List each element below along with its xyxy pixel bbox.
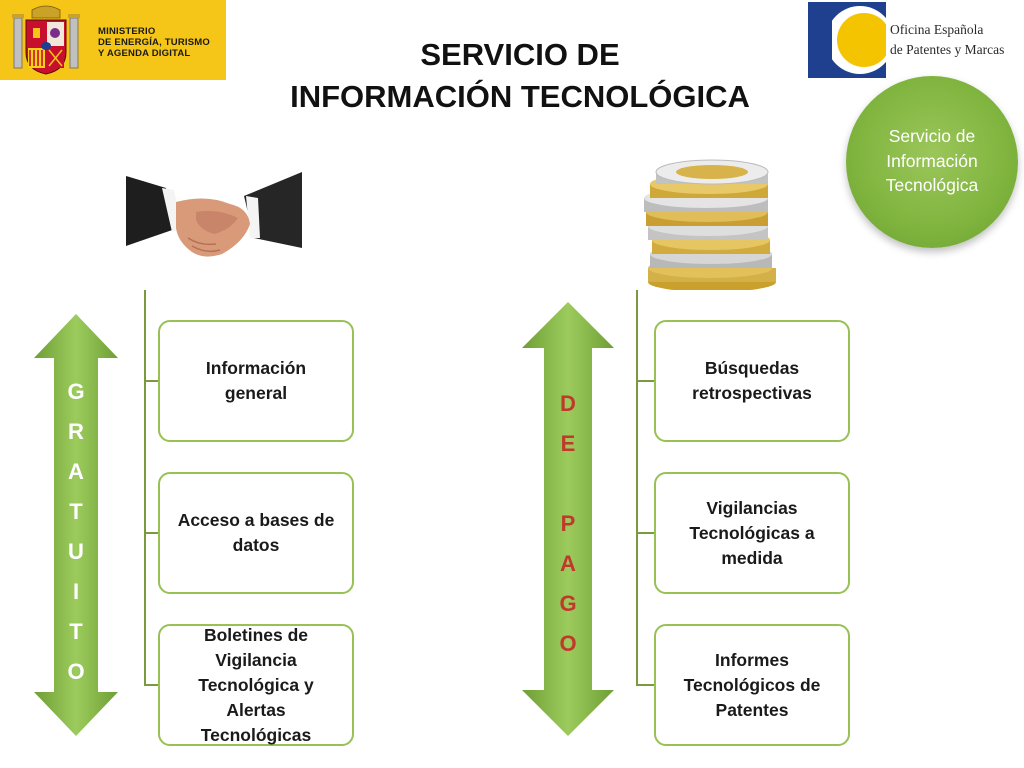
item-text: Tecnológicas xyxy=(200,724,312,745)
item-text: Tecnológicos de xyxy=(683,674,821,695)
free-connector xyxy=(144,532,160,534)
page-title: SERVICIO DE INFORMACIÓN TECNOLÓGICA xyxy=(230,34,810,118)
free-letter: U xyxy=(68,539,84,564)
oepm-logo: Oficina Española de Patentes y Marcas xyxy=(808,0,1024,80)
oepm-emblem-icon xyxy=(808,2,886,78)
paid-connector-vertical xyxy=(636,290,638,686)
oepm-line-1: Oficina Española xyxy=(890,22,984,37)
free-item-general-info[interactable]: Información general xyxy=(158,320,354,442)
item-text: general xyxy=(224,383,288,403)
free-connector-vertical xyxy=(144,290,146,686)
item-text: medida xyxy=(721,547,783,568)
coin-stack-image xyxy=(644,159,776,290)
free-letter: T xyxy=(69,619,83,644)
item-text: Boletines de xyxy=(203,624,309,645)
paid-letter xyxy=(548,464,588,504)
paid-connector xyxy=(636,684,656,686)
item-text: Búsquedas xyxy=(704,358,800,378)
item-text: Vigilancia xyxy=(215,649,297,670)
item-text: Tecnológicas a xyxy=(689,522,815,543)
ministry-name: MINISTERIO DE ENERGÍA, TURISMO Y AGENDA … xyxy=(98,26,210,59)
free-letter: O xyxy=(67,659,85,684)
service-badge-line-2: Información xyxy=(886,150,978,171)
service-badge xyxy=(846,76,1018,248)
title-line-1: SERVICIO DE xyxy=(420,37,620,72)
item-text: Acceso a bases de xyxy=(177,510,335,530)
free-letter: G xyxy=(67,379,85,404)
service-badge-label: Servicio de Información Tecnológica xyxy=(860,124,1004,198)
free-letter: I xyxy=(72,579,80,604)
item-text: retrospectivas xyxy=(692,383,812,403)
free-connector xyxy=(144,380,160,382)
oepm-line-2: de Patentes y Marcas xyxy=(890,42,1005,57)
coat-of-arms-icon xyxy=(12,5,80,75)
item-text: Alertas xyxy=(226,699,286,720)
paid-letter: O xyxy=(559,631,577,656)
title-line-2: INFORMACIÓN TECNOLÓGICA xyxy=(290,79,750,114)
free-item-bulletins[interactable]: Boletines de Vigilancia Tecnológica y Al… xyxy=(158,624,354,746)
service-badge-line-1: Servicio de xyxy=(888,126,976,146)
free-letter: A xyxy=(68,459,84,484)
item-text: Tecnológica y xyxy=(198,674,314,695)
item-text: Vigilancias xyxy=(706,497,798,518)
paid-letter: D xyxy=(560,391,576,416)
free-arrow-label: G R A T U I T O xyxy=(56,372,96,692)
paid-letter: P xyxy=(560,511,576,536)
paid-item-custom-watch[interactable]: Vigilancias Tecnológicas a medida xyxy=(654,472,850,594)
free-connector xyxy=(144,684,160,686)
paid-double-arrow xyxy=(522,302,614,736)
service-badge-line-3: Tecnológica xyxy=(885,175,979,195)
item-text: Informes xyxy=(715,649,789,670)
item-text: Información xyxy=(205,358,307,378)
handshake-image xyxy=(126,172,302,257)
ministry-line-3: Y AGENDA DIGITAL xyxy=(98,48,191,59)
paid-letter: E xyxy=(560,431,576,456)
ministry-logo: MINISTERIO DE ENERGÍA, TURISMO Y AGENDA … xyxy=(0,0,226,80)
paid-item-patent-reports[interactable]: Informes Tecnológicos de Patentes xyxy=(654,624,850,746)
ministry-line-1: MINISTERIO xyxy=(98,26,156,37)
paid-arrow-label: D E P A G O xyxy=(548,384,588,664)
free-item-database-access[interactable]: Acceso a bases de datos xyxy=(158,472,354,594)
paid-connector xyxy=(636,532,656,534)
item-text: Patentes xyxy=(715,699,789,720)
ministry-line-2: DE ENERGÍA, TURISMO xyxy=(98,37,211,48)
paid-item-retrospective-search[interactable]: Búsquedas retrospectivas xyxy=(654,320,850,442)
oepm-name: Oficina Española de Patentes y Marcas xyxy=(890,20,1004,60)
paid-connector xyxy=(636,380,656,382)
free-letter: T xyxy=(69,499,83,524)
paid-letter: A xyxy=(560,551,576,576)
paid-letter: G xyxy=(559,591,577,616)
item-text: datos xyxy=(232,535,280,555)
free-letter: R xyxy=(68,419,84,444)
free-double-arrow xyxy=(34,314,118,736)
